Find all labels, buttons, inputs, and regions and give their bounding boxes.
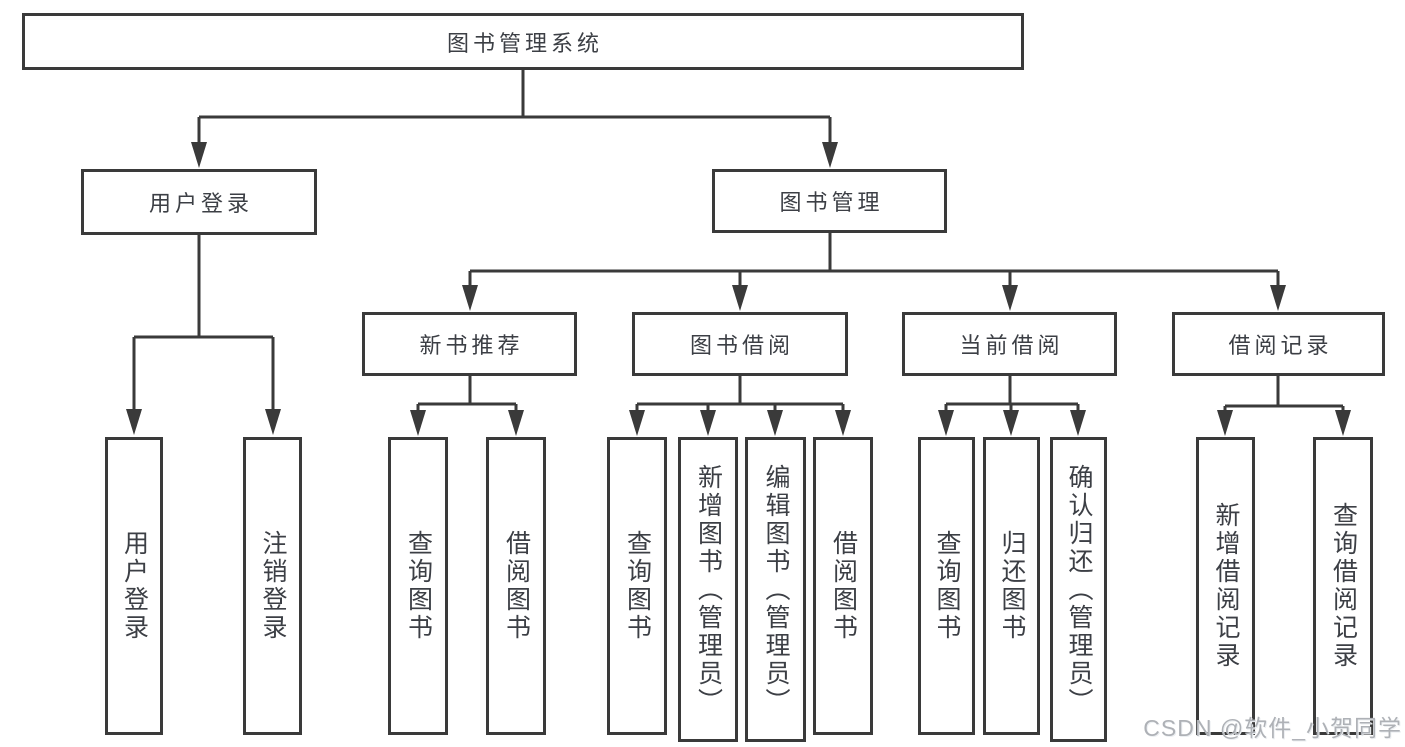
arrow-head — [265, 409, 281, 435]
node-leaf-bb-query-book: 查询图书 — [607, 437, 667, 735]
node-book-mgmt: 图书管理 — [712, 169, 947, 233]
connector-lines — [1223, 376, 1345, 413]
connector-user-login-children — [126, 235, 281, 435]
arrow-head — [732, 285, 748, 311]
arrow-head — [767, 410, 783, 436]
connector-book-borrow-children — [629, 376, 851, 436]
node-leaf-nbr-borrow-book: 借阅图书 — [486, 437, 546, 735]
node-leaf-nbr-query-book: 查询图书 — [388, 437, 448, 735]
arrow-head — [410, 410, 426, 436]
node-leaf-logout: 注销登录 — [243, 437, 302, 735]
node-leaf-bb-add-book: 新增图书（管理员） — [678, 437, 738, 742]
connector-new-book-rec-children — [410, 376, 524, 436]
connector-current-borrow-children — [938, 376, 1086, 436]
node-current-borrow: 当前借阅 — [902, 312, 1117, 376]
arrow-head — [508, 410, 524, 436]
node-leaf-cb-query-book: 查询图书 — [918, 437, 975, 735]
arrow-head — [191, 142, 207, 168]
connector-lines — [944, 376, 1080, 413]
arrow-head — [1003, 410, 1019, 436]
connector-root-to-level2 — [191, 70, 838, 168]
node-leaf-user-login: 用户登录 — [105, 437, 163, 735]
arrow-head — [1070, 410, 1086, 436]
node-borrow-record: 借阅记录 — [1172, 312, 1385, 376]
arrow-head — [1217, 410, 1233, 436]
arrow-head — [822, 142, 838, 168]
arrow-head — [1002, 285, 1018, 311]
connector-borrow-record-children — [1217, 376, 1351, 436]
connector-lines — [468, 233, 1280, 288]
arrow-head — [700, 410, 716, 436]
connector-lines — [132, 235, 275, 412]
node-leaf-br-add-record: 新增借阅记录 — [1196, 437, 1255, 735]
connector-lines — [197, 70, 832, 146]
arrow-head — [835, 410, 851, 436]
csdn-watermark: CSDN @软件_小贺同学 — [1143, 715, 1402, 741]
node-root: 图书管理系统 — [22, 13, 1024, 70]
node-user-login: 用户登录 — [81, 169, 317, 235]
node-new-book-rec: 新书推荐 — [362, 312, 577, 376]
node-book-borrow: 图书借阅 — [632, 312, 848, 376]
arrow-head — [1335, 410, 1351, 436]
arrow-head — [462, 285, 478, 311]
connector-lines — [635, 376, 845, 413]
arrow-head — [1270, 285, 1286, 311]
arrow-head — [629, 410, 645, 436]
node-leaf-cb-return-book: 归还图书 — [983, 437, 1040, 735]
arrow-head — [938, 410, 954, 436]
node-leaf-bb-borrow-book: 借阅图书 — [813, 437, 873, 735]
connector-book-mgmt-children — [462, 233, 1286, 311]
node-leaf-bb-edit-book: 编辑图书（管理员） — [745, 437, 806, 742]
arrow-head — [126, 409, 142, 435]
node-leaf-br-query-record: 查询借阅记录 — [1313, 437, 1373, 735]
connector-lines — [416, 376, 518, 413]
node-leaf-cb-confirm-return: 确认归还（管理员） — [1050, 437, 1107, 742]
